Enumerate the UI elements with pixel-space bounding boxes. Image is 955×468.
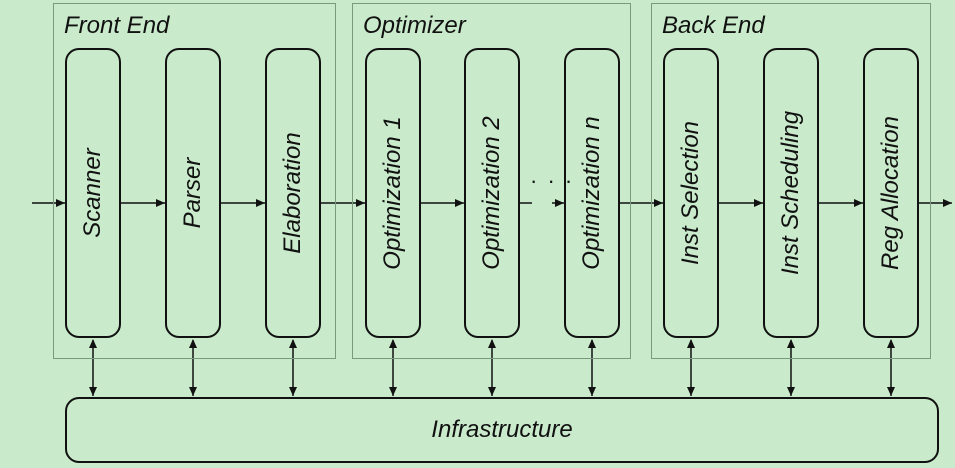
pass-label: Parser	[179, 157, 206, 229]
pass-label: Inst Scheduling	[777, 110, 804, 276]
pass-inst-scheduling: Inst Scheduling	[763, 48, 819, 338]
pass-scanner: Scanner	[65, 48, 121, 338]
pass-optimization-n: Optimization n	[564, 48, 620, 338]
pass-label: Elaboration	[279, 132, 306, 254]
group-title: Optimizer	[363, 12, 466, 39]
infrastructure-box: Infrastructure	[65, 397, 939, 463]
pass-parser: Parser	[165, 48, 221, 338]
group-title: Back End	[662, 12, 765, 39]
ellipsis: · · ·	[530, 168, 575, 193]
pass-label: Inst Selection	[677, 120, 704, 266]
group-back-end: Back End	[651, 3, 931, 359]
pass-optimization-1: Optimization 1	[365, 48, 421, 338]
pass-label: Optimization n	[578, 116, 605, 270]
pass-optimization-2: Optimization 2	[464, 48, 520, 338]
infrastructure-label: Infrastructure	[431, 416, 573, 443]
pass-label: Optimization 1	[379, 116, 406, 270]
group-title: Front End	[64, 12, 170, 39]
pass-label: Optimization 2	[478, 116, 505, 270]
pass-label: Scanner	[79, 148, 106, 238]
pass-reg-allocation: Reg Allocation	[863, 48, 919, 338]
group-front-end: Front End	[53, 3, 336, 359]
group-optimizer: Optimizer	[352, 3, 631, 359]
pass-label: Reg Allocation	[877, 116, 904, 270]
pass-elaboration: Elaboration	[265, 48, 321, 338]
pass-inst-selection: Inst Selection	[663, 48, 719, 338]
